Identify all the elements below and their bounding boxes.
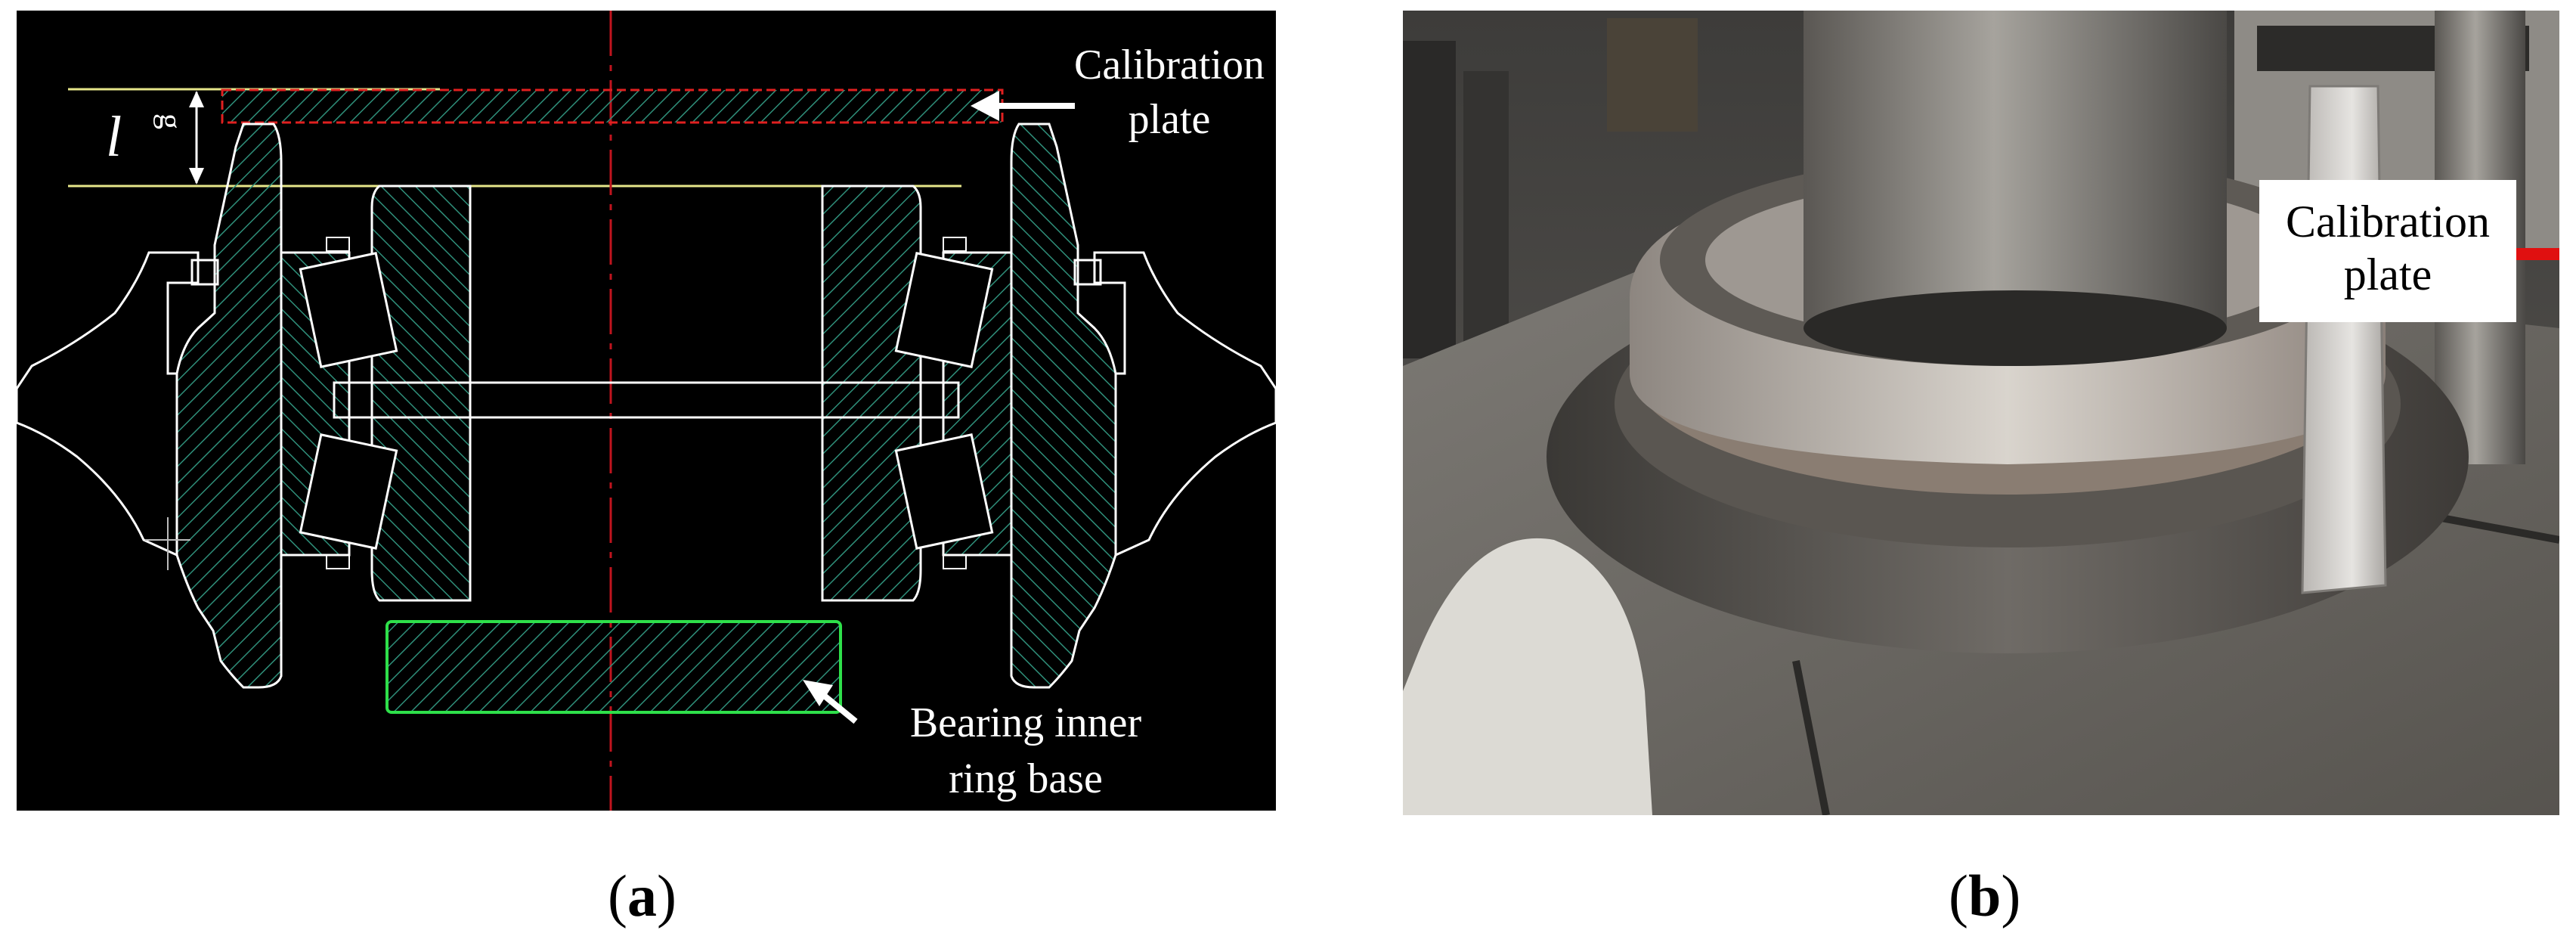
left-hub-section xyxy=(175,123,283,689)
ram-base xyxy=(1804,290,2227,366)
left-lower-roller xyxy=(299,433,398,550)
right-seal-groove xyxy=(1073,259,1102,286)
left-seal-groove xyxy=(190,259,219,286)
cloth xyxy=(1403,538,1652,815)
base-label-line1: Bearing inner xyxy=(910,699,1142,746)
right-inner-ring xyxy=(821,185,922,602)
calibration-plate-photo xyxy=(2301,85,2387,594)
left-bracket xyxy=(1403,41,1456,358)
caption-a: (a) xyxy=(608,862,677,930)
caption-b-open: ( xyxy=(1949,863,1968,929)
right-wheel-rim xyxy=(1093,251,1276,557)
bearing-inner-ring-base xyxy=(385,620,842,714)
dimension-arrowhead-up xyxy=(189,91,204,107)
calibration-plate-photo-label-line2: plate xyxy=(2343,250,2432,299)
dimension-symbol: l xyxy=(106,105,122,169)
photo-illustration xyxy=(1403,11,2559,815)
dimension-subscript: g xyxy=(153,113,187,129)
bearing-spacer xyxy=(333,381,960,419)
caption-b: (b) xyxy=(1949,862,2020,930)
cad-drawing-panel: l g xyxy=(17,11,1276,811)
calibration-plate-arrowhead xyxy=(971,91,999,121)
calibration-plate-label-line2: plate xyxy=(1129,96,1211,143)
calibration-plate-label-box: Calibration plate xyxy=(2259,180,2516,322)
dimension-arrowhead-down xyxy=(189,168,204,185)
right-upper-roller xyxy=(894,252,994,368)
right-lower-roller xyxy=(894,433,994,550)
left-upper-cage xyxy=(326,237,350,252)
caption-b-close: ) xyxy=(2001,863,2021,929)
right-hub-section xyxy=(1010,123,1117,689)
left-wheel-rim xyxy=(17,251,200,557)
right-upper-cage xyxy=(943,237,967,252)
calibration-plate-photo-label-line1: Calibration xyxy=(2286,197,2490,247)
left-bracket-2 xyxy=(1463,71,1509,343)
press-ram xyxy=(1804,11,2227,328)
caption-a-letter: a xyxy=(627,863,657,929)
cad-drawing: l g xyxy=(17,11,1276,811)
caption-b-letter: b xyxy=(1968,863,2002,929)
caption-a-open: ( xyxy=(608,863,627,929)
bucket xyxy=(1607,18,1698,132)
calibration-plate xyxy=(221,88,1004,124)
table-slot-1 xyxy=(1792,660,1830,815)
right-lower-cage xyxy=(943,554,967,569)
calibration-plate-label-line1: Calibration xyxy=(1074,42,1265,88)
left-lower-cage xyxy=(326,554,350,569)
caption-a-close: ) xyxy=(656,863,677,929)
photo-panel: Calibration plate xyxy=(1403,11,2559,815)
left-inner-ring xyxy=(370,185,472,602)
base-label-line2: ring base xyxy=(949,755,1103,802)
base-arrowhead xyxy=(803,680,833,706)
left-upper-roller xyxy=(299,252,398,368)
